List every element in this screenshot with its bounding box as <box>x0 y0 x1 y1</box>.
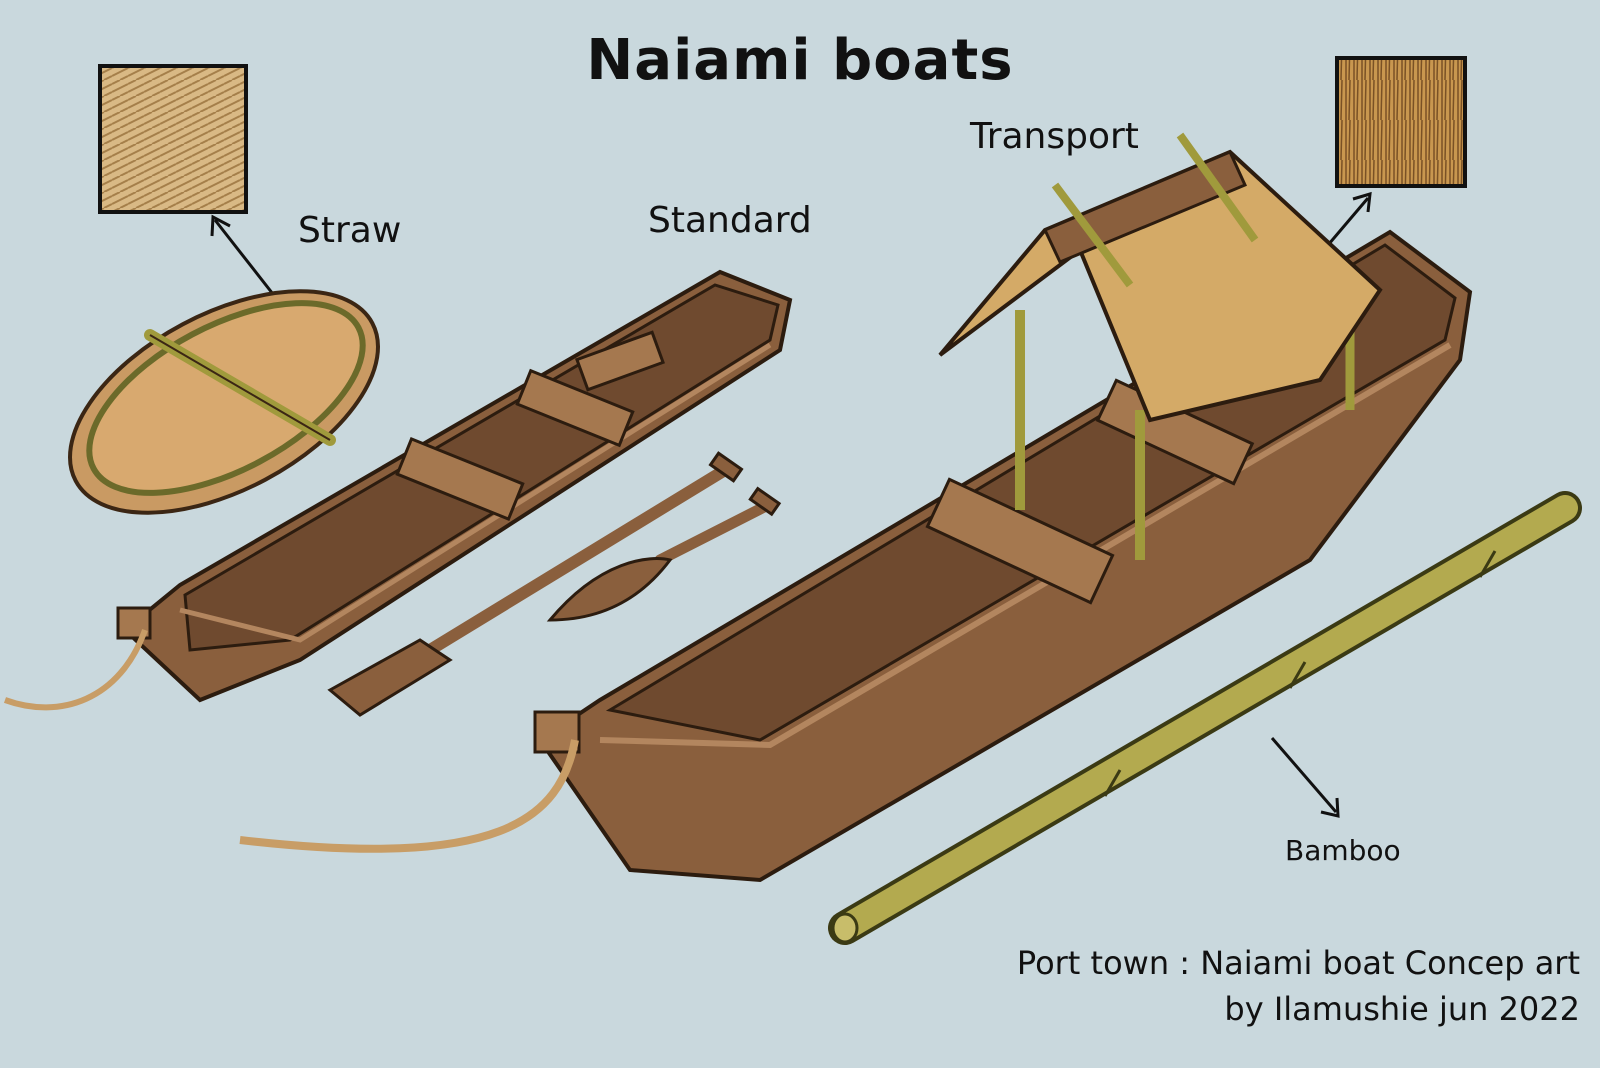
page-title: Naiami boats <box>586 28 1014 93</box>
credit-line-2: by Ilamushie jun 2022 <box>1224 990 1580 1028</box>
thatch-texture-swatch <box>1335 56 1467 188</box>
transport-boat <box>239 132 1473 883</box>
bamboo-pole <box>828 491 1582 945</box>
credit-block: Port town : Naiami boat Concep art by Il… <box>1017 940 1580 1032</box>
credit-line-1: Port town : Naiami boat Concep art <box>1016 944 1580 982</box>
standard-boat-label: Standard <box>648 200 812 241</box>
transport-boat-label: Transport <box>970 116 1139 157</box>
straw-boat-label: Straw <box>298 210 402 251</box>
straw-boat <box>68 289 380 515</box>
bamboo-label: Bamboo <box>1285 834 1401 867</box>
bamboo-arrow <box>1270 737 1340 818</box>
paddles <box>327 451 782 717</box>
straw-texture-swatch <box>98 64 248 214</box>
standard-boat <box>3 269 793 711</box>
